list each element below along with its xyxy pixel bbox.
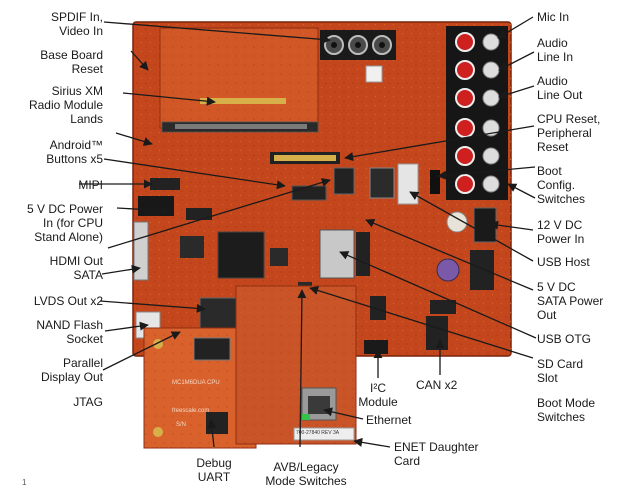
label-line-out: Audio Line Out	[537, 74, 583, 102]
label-cpu-reset: CPU Reset, Peripheral Reset	[537, 112, 601, 154]
label-can: CAN x2	[416, 378, 458, 392]
i2c-connector	[364, 340, 388, 354]
leader-lines	[79, 16, 537, 448]
sd-card-slot	[319, 229, 355, 279]
spdif-jacks	[320, 30, 396, 60]
label-debug: Debug UART	[196, 456, 232, 484]
label-enet: ENET Daughter Card	[394, 440, 479, 468]
can-connectors	[426, 316, 448, 350]
label-parallel: Parallel Display Out	[40, 356, 103, 384]
label-dc5: 5 V DC Power In (for CPU Stand Alone)	[26, 202, 103, 244]
label-sata-pwr: 5 V DC SATA Power Out	[537, 280, 604, 322]
cpu-module-top	[159, 27, 319, 129]
label-nand: NAND Flash Socket	[36, 318, 103, 346]
dc5-jack	[138, 196, 174, 216]
label-line-in: Audio Line In	[537, 36, 574, 64]
board-sn-text: S/N	[176, 422, 187, 428]
board-rev-text: 700-27840 REV 3A	[296, 430, 340, 436]
label-boot-cfg: Boot Config. Switches	[537, 164, 586, 206]
label-dc12: 12 V DC Power In	[537, 218, 585, 246]
label-jtag: JTAG	[73, 395, 103, 409]
label-avb: AVB/Legacy Mode Switches	[265, 460, 347, 488]
sirius-lands	[200, 98, 286, 104]
label-boot-mode: Boot Mode Switches	[537, 396, 596, 424]
hdmi-sata-connectors	[133, 221, 149, 281]
label-i2c: I²C Module	[358, 381, 398, 409]
label-sd: SD Card Slot	[537, 357, 584, 385]
audio-jack-stack	[446, 26, 508, 200]
board-part-text: MC1M6DUA CPU	[172, 380, 220, 386]
mipi-connector	[150, 178, 180, 190]
label-usb-host: USB Host	[537, 255, 590, 269]
enet-daughter-card	[235, 285, 357, 445]
usb-host-port	[369, 167, 395, 199]
label-ethernet: Ethernet	[366, 413, 412, 427]
label-mipi: MIPI	[78, 178, 103, 192]
label-hdmi: HDMI Out SATA	[49, 254, 103, 282]
label-lvds: LVDS Out x2	[33, 294, 103, 308]
label-android: Android™ Buttons x5	[46, 138, 103, 166]
label-spdif: SPDIF In, Video In	[50, 10, 103, 38]
label-mic: Mic In	[537, 10, 570, 24]
label-base-reset: Base Board Reset	[40, 48, 103, 76]
soc-chip	[217, 231, 265, 279]
footer-mark: 1	[22, 478, 27, 487]
lvds-connectors	[199, 297, 237, 329]
label-usb-otg: USB OTG	[537, 332, 592, 346]
label-sirius: Sirius XM Radio Module Lands	[28, 84, 103, 126]
board-brand-text: freescale.com	[172, 408, 210, 414]
